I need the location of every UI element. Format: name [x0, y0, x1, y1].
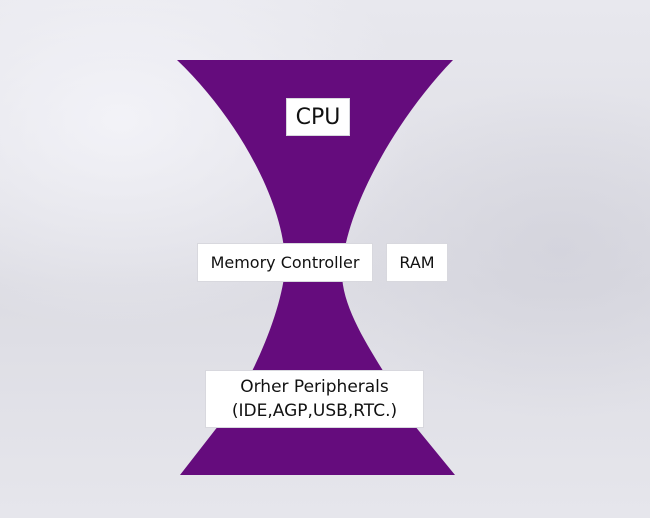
peripherals-label-line1: Orher Peripherals: [240, 377, 389, 397]
memory-controller-node: Memory Controller: [197, 243, 373, 282]
ram-label: RAM: [399, 253, 435, 272]
peripherals-node: Orher Peripherals (IDE,AGP,USB,RTC.): [205, 370, 424, 428]
ram-node: RAM: [386, 243, 448, 282]
peripherals-label-line2: (IDE,AGP,USB,RTC.): [231, 401, 398, 421]
memory-controller-label: Memory Controller: [210, 253, 360, 272]
cpu-node: CPU: [286, 98, 350, 136]
cpu-label: CPU: [295, 104, 341, 130]
